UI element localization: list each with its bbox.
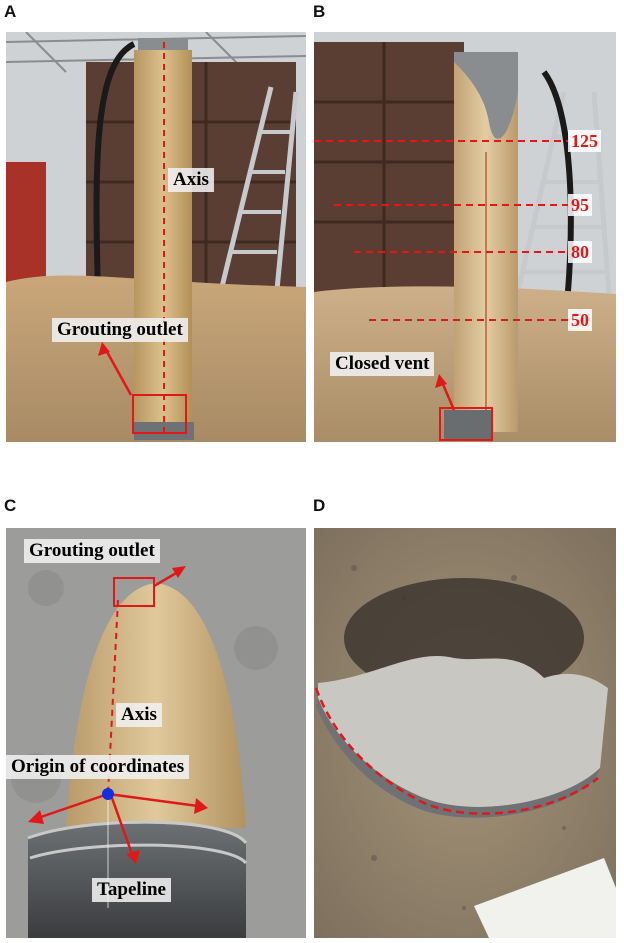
panel-d-letter: D bbox=[313, 496, 326, 515]
tapeline-label: Tapeline bbox=[92, 878, 171, 902]
height-80: 80 bbox=[568, 241, 592, 263]
panel-a-letter: A bbox=[4, 2, 17, 21]
panel-b-letter: B bbox=[313, 2, 326, 21]
height-95: 95 bbox=[568, 194, 592, 216]
panel-d-photo bbox=[314, 528, 616, 938]
grouting-outlet-label-a: Grouting outlet bbox=[52, 318, 188, 342]
height-50: 50 bbox=[568, 309, 592, 331]
axis-label-a: Axis bbox=[168, 168, 214, 192]
origin-of-coordinates-label: Origin of coordinates bbox=[6, 755, 190, 779]
axis-label-c: Axis bbox=[116, 703, 162, 727]
panel-a-photo bbox=[6, 32, 306, 442]
panel-c-letter: C bbox=[4, 496, 17, 515]
panel-c-photo bbox=[6, 528, 306, 938]
closed-vent-label: Closed vent bbox=[330, 352, 435, 376]
height-125: 125 bbox=[568, 130, 601, 152]
panel-b-photo bbox=[314, 32, 616, 442]
grouting-outlet-label-c: Grouting outlet bbox=[24, 539, 160, 563]
